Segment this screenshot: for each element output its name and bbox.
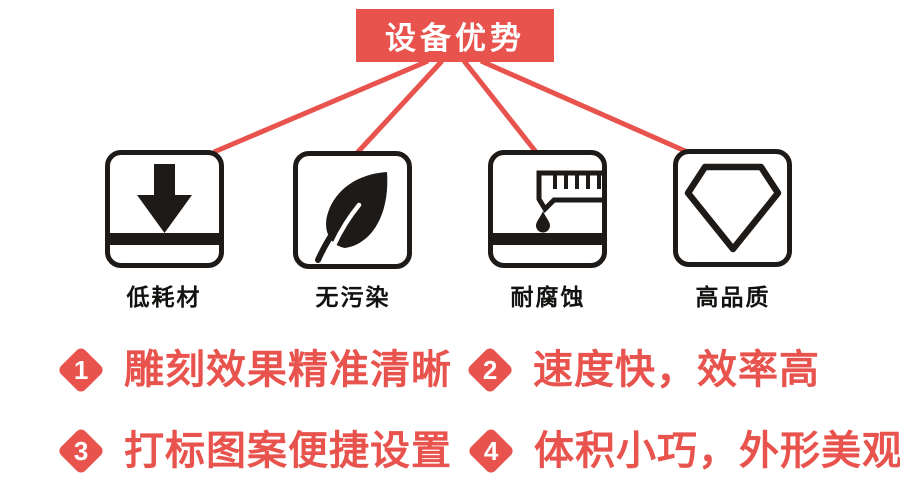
feature-text: 打标图案便捷设置: [124, 429, 452, 473]
connector-line-1: [213, 58, 429, 155]
feature-number: 2: [482, 355, 498, 385]
leaf-icon: [315, 172, 388, 263]
feature-text: 雕刻效果精准清晰: [124, 348, 452, 392]
feature-number: 1: [73, 355, 89, 385]
feature-item-4: 4 体积小巧，外形美观: [466, 426, 900, 476]
advantage-label: 高品质: [695, 284, 771, 310]
connector-line-3: [462, 59, 538, 154]
advantage-box-corrosion-resistant: [488, 150, 607, 268]
advantage-box-low-consumable: [105, 150, 224, 268]
connector-line-2: [355, 59, 444, 155]
diamond-gem-icon: [684, 163, 782, 253]
feature-text: 速度快，效率高: [533, 348, 820, 392]
connector-line-4: [479, 58, 703, 161]
feature-number: 4: [483, 436, 499, 466]
advantage-box-no-pollution: [293, 151, 412, 269]
banner-title: 设备优势: [385, 21, 525, 56]
advantage-label: 低耗材: [126, 284, 202, 310]
advantage-box-high-quality: [673, 149, 792, 267]
feature-item-2: 2 速度快，效率高: [465, 345, 820, 395]
burette-drop-icon: [493, 170, 602, 245]
feature-item-3: 3 打标图案便捷设置: [56, 426, 452, 476]
down-arrow-consumable-icon: [110, 164, 219, 245]
banner: 设备优势: [356, 9, 554, 62]
feature-text: 体积小巧，外形美观: [534, 429, 900, 473]
feature-number: 3: [73, 436, 89, 466]
feature-number-badge: 2: [465, 345, 515, 395]
advantage-label: 耐腐蚀: [510, 284, 586, 310]
feature-number-badge: 4: [466, 426, 516, 476]
feature-number-badge: 1: [56, 345, 106, 395]
feature-item-1: 1 雕刻效果精准清晰: [56, 345, 452, 395]
advantage-label: 无污染: [315, 284, 391, 310]
feature-number-badge: 3: [56, 426, 106, 476]
